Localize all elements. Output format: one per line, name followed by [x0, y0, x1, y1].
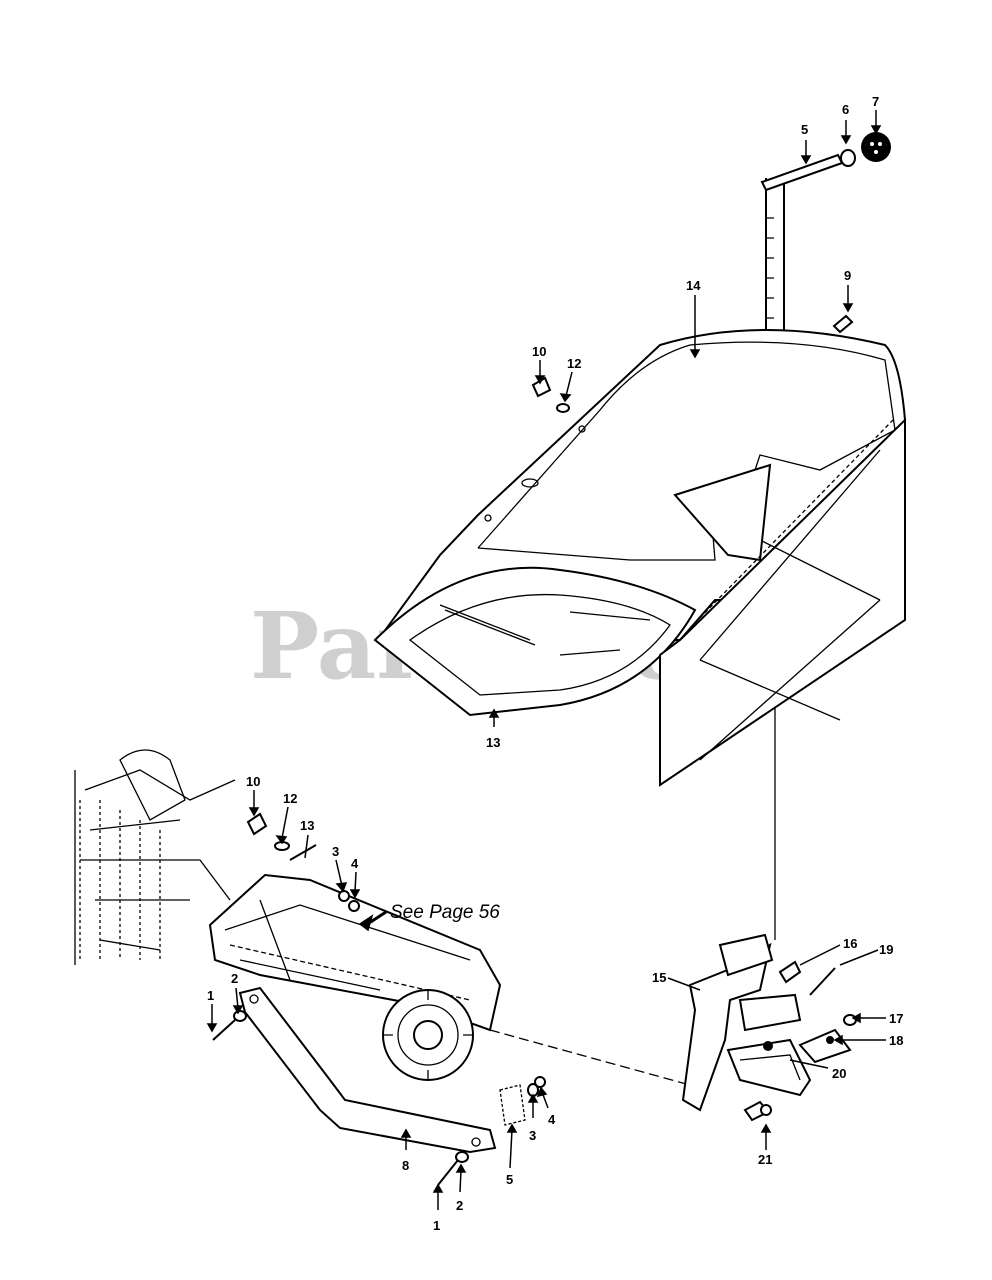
callout-13-left: 13 [300, 818, 314, 833]
callout-8-bar: 8 [402, 1158, 409, 1173]
knob-part-7 [861, 132, 891, 162]
callout-20-bracket: 20 [832, 1066, 846, 1081]
leader-arrows [206, 110, 886, 1210]
callout-1-lower: 1 [433, 1218, 440, 1233]
callout-14-shield: 14 [686, 278, 701, 293]
callout-15-bracket: 15 [652, 970, 666, 985]
callout-1-upper: 1 [207, 988, 214, 1003]
callout-17-plate: 17 [889, 1011, 903, 1026]
see-page-reference[interactable]: See Page 56 [390, 902, 500, 923]
tiller-engine-sketch [74, 749, 236, 965]
callout-9-bolt: 9 [844, 268, 851, 283]
tine-shield [373, 329, 906, 787]
callout-12-washer-top: 12 [567, 356, 581, 371]
callout-3-lower: 3 [529, 1128, 536, 1143]
callout-18-nut: 18 [889, 1033, 903, 1048]
callout-6-spacer: 6 [842, 102, 849, 117]
transmission-assembly [208, 812, 502, 1081]
callout-3-upper: 3 [332, 844, 339, 859]
support-bar [212, 986, 546, 1186]
handle-assembly [760, 132, 891, 940]
callout-7-knob: 7 [872, 94, 879, 109]
callout-4-upper: 4 [351, 856, 359, 871]
callout-5-bracket: 5 [506, 1172, 513, 1187]
callout-19-bolt: 19 [879, 942, 893, 957]
callout-10-bolt-left: 10 [246, 774, 260, 789]
callout-13-shield-front: 13 [486, 735, 500, 750]
callout-10-bolt-top: 10 [532, 344, 546, 359]
spacer-part-6 [840, 149, 856, 167]
bracket-assembly [681, 933, 857, 1122]
callout-4-lower: 4 [548, 1112, 556, 1127]
callout-12-washer-left: 12 [283, 791, 297, 806]
callout-2-lower: 2 [456, 1198, 463, 1213]
callout-2-upper: 2 [231, 971, 238, 986]
callout-labels: 5 6 7 9 14 10 12 13 10 12 13 3 4 1 2 8 5… [207, 94, 903, 1233]
callout-21-bolt: 21 [758, 1152, 772, 1167]
callout-5-handle: 5 [801, 122, 808, 137]
callout-16-spring: 16 [843, 936, 857, 951]
